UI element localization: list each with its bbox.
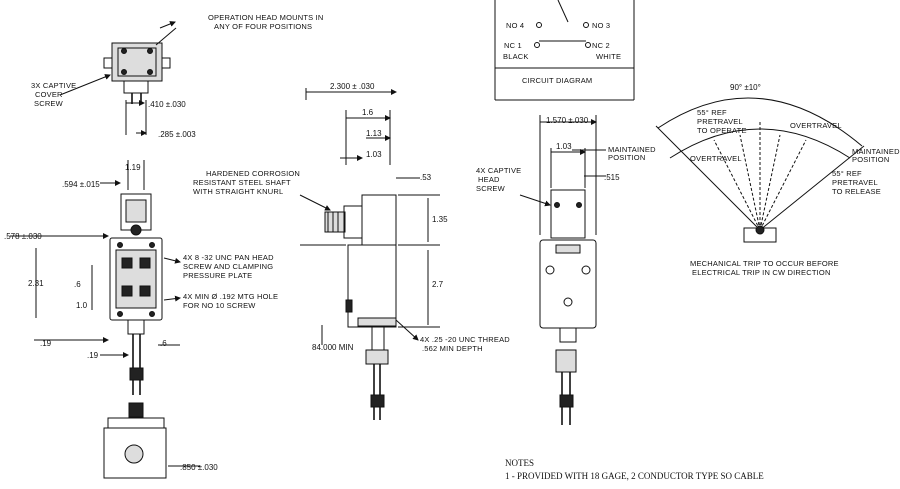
shaft-note-line3: WITH STRAIGHT KNURL xyxy=(193,187,283,196)
captive-cover-note-line2: COVER xyxy=(35,90,63,99)
side-view: HARDENED CORROSION RESISTANT STEEL SHAFT… xyxy=(193,82,510,420)
wire-black: BLACK xyxy=(503,52,529,61)
head-screw-line1: 4X CAPTIVE xyxy=(476,166,521,175)
op-pretravel-line2: PRETRAVEL xyxy=(697,117,743,126)
dim-231: 2.31 xyxy=(28,279,44,288)
screw-icon xyxy=(121,48,127,54)
dim-850: .850 ±.030 xyxy=(180,463,218,472)
dim-1570: 1.570 ±.030 xyxy=(546,116,589,125)
trip-note-line1: MECHANICAL TRIP TO OCCUR BEFORE xyxy=(690,259,839,268)
pan-head-screw-line3: PRESSURE PLATE xyxy=(183,271,252,280)
terminal-nc2: NC 2 xyxy=(592,41,610,50)
mtg-hole-line2: FOR NO 10 SCREW xyxy=(183,301,256,310)
circuit-diagram: NO 4 NO 3 NC 1 NC 2 BLACK WHITE CIRCUIT … xyxy=(494,0,635,101)
dim-119: 1.19 xyxy=(125,163,141,172)
op-head-note-line1: OPERATION HEAD MOUNTS IN xyxy=(208,13,324,22)
op-pretravel-line1: 55° REF xyxy=(697,108,727,117)
captive-cover-note-line1: 3X CAPTIVE xyxy=(31,81,76,90)
circuit-title: CIRCUIT DIAGRAM xyxy=(522,76,592,85)
maint-pos-line1: MAINTAINED xyxy=(608,145,656,154)
captive-cover-note-line3: SCREW xyxy=(34,99,64,108)
rel-pretravel-line2: PRETRAVEL xyxy=(832,178,878,187)
dim-103: 1.03 xyxy=(366,150,382,159)
notes-item-1: 1 - PROVIDED WITH 18 GAGE, 2 CONDUCTOR T… xyxy=(505,471,764,481)
dim-515: .515 xyxy=(604,173,620,182)
mtg-hole-line1: 4X MIN Ø .192 MTG HOLE xyxy=(183,292,278,301)
notes-heading: NOTES xyxy=(505,458,534,468)
dim-10: 1.0 xyxy=(76,301,88,310)
terminal-no3: NO 3 xyxy=(592,21,610,30)
wire-white: WHITE xyxy=(596,52,621,61)
dim-16: 1.6 xyxy=(362,108,374,117)
travel-diagram: 90° ±10° 55° REF PRETRAVEL TO OPERATE OV… xyxy=(655,83,900,277)
right-view: 1.570 ±.030 1.03 .515 4X CAPTIVE HEAD SC… xyxy=(476,115,656,425)
overtravel-right: OVERTRAVEL xyxy=(790,121,842,130)
trip-note-line2: ELECTRICAL TRIP IN CW DIRECTION xyxy=(692,268,831,277)
dim-19a: .19 xyxy=(40,339,52,348)
dim-578: .578 ±.030 xyxy=(4,232,42,241)
travel-angle: 90° ±10° xyxy=(730,83,761,92)
head-screw-line3: SCREW xyxy=(476,184,506,193)
dim-103-right: 1.03 xyxy=(556,142,572,151)
maint-pos-line2: POSITION xyxy=(608,153,645,162)
rel-pretravel-line1: 55° REF xyxy=(832,169,862,178)
front-view: 1.19 .594 ±.015 .578 ±.030 2.31 .6 1.0 .… xyxy=(4,160,278,395)
travel-maint-line2: POSITION xyxy=(852,155,889,164)
side-head xyxy=(361,194,397,246)
notes-block: NOTES 1 - PROVIDED WITH 18 GAGE, 2 CONDU… xyxy=(505,458,764,481)
op-pretravel-line3: TO OPERATE xyxy=(697,126,747,135)
terminal-nc1: NC 1 xyxy=(504,41,522,50)
dim-2300: 2.300 ± .030 xyxy=(330,82,375,91)
terminal-no4: NO 4 xyxy=(506,21,524,30)
travel-maint-line1: MAINTAINED xyxy=(852,147,900,156)
head-screw-line2: HEAD xyxy=(478,175,500,184)
dim-53: .53 xyxy=(420,173,432,182)
overtravel-left: OVERTRAVEL xyxy=(690,154,742,163)
thread-note-line1: 4X .25 -20 UNC THREAD xyxy=(420,335,510,344)
top-view-body xyxy=(111,42,163,82)
screw-icon xyxy=(147,69,153,75)
dim-135: 1.35 xyxy=(432,215,448,224)
dim-594: .594 ±.015 xyxy=(62,180,100,189)
dim-6: .6 xyxy=(74,280,81,289)
side-body xyxy=(347,244,397,328)
top-view: OPERATION HEAD MOUNTS IN ANY OF FOUR POS… xyxy=(31,13,324,139)
pivot-icon xyxy=(755,225,765,235)
screw-icon xyxy=(147,48,153,54)
dim-113: 1.13 xyxy=(366,129,382,138)
right-head xyxy=(550,189,586,239)
knurled-shaft xyxy=(324,211,346,233)
dim-84: 84.000 MIN xyxy=(312,343,354,352)
dim-19b: .19 xyxy=(87,351,99,360)
thread-note-line2: .562 MIN DEPTH xyxy=(422,344,483,353)
rel-pretravel-line3: TO RELEASE xyxy=(832,187,881,196)
dim-6b: .6 xyxy=(160,339,167,348)
op-head-note-line2: ANY OF FOUR POSITIONS xyxy=(214,22,312,31)
dim-285: .285 ±.003 xyxy=(158,130,196,139)
screw-icon xyxy=(121,69,127,75)
shaft-note-line1: HARDENED CORROSION xyxy=(206,169,300,178)
pan-head-screw-line1: 4X 8 -32 UNC PAN HEAD xyxy=(183,253,274,262)
dim-410: .410 ±.030 xyxy=(148,100,186,109)
shaft-note-line2: RESISTANT STEEL SHAFT xyxy=(193,178,291,187)
dim-27: 2.7 xyxy=(432,280,444,289)
pan-head-screw-line2: SCREW AND CLAMPING xyxy=(183,262,273,271)
bottom-view: .850 ±.030 xyxy=(103,402,218,479)
